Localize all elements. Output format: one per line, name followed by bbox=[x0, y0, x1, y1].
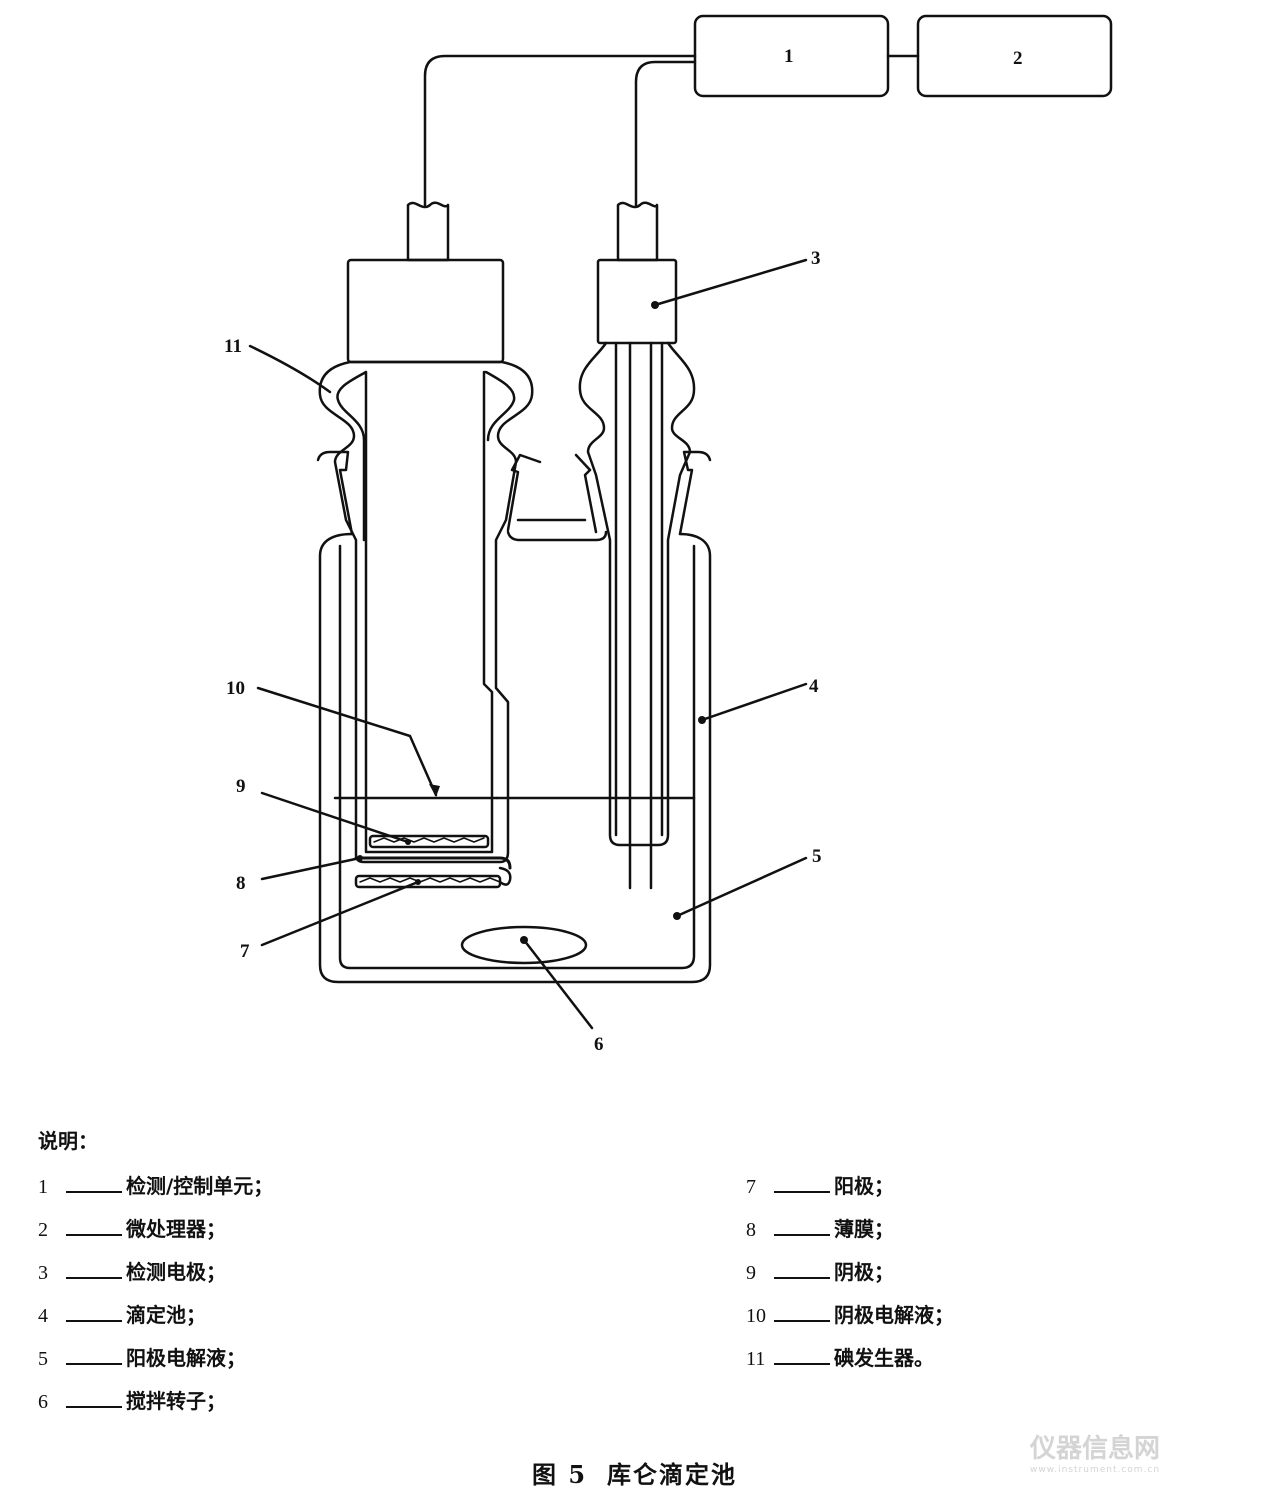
legend-item-6: 6 搅拌转子； bbox=[38, 1385, 226, 1414]
callout-7: 7 bbox=[240, 941, 250, 962]
legend-text: 阳极； bbox=[834, 1174, 894, 1198]
legend-text: 阴极电解液； bbox=[834, 1303, 954, 1327]
figure-title: 库仑滴定池 bbox=[607, 1460, 738, 1489]
legend-text: 碘发生器。 bbox=[834, 1346, 934, 1370]
legend-num: 2 bbox=[38, 1219, 48, 1241]
legend-num: 6 bbox=[38, 1391, 48, 1413]
callout-8: 8 bbox=[236, 873, 246, 894]
cathode bbox=[368, 834, 490, 849]
legend-text: 薄膜； bbox=[834, 1217, 894, 1241]
electrode-cap bbox=[596, 258, 678, 345]
legend-num: 3 bbox=[38, 1262, 48, 1284]
legend-num: 4 bbox=[38, 1305, 48, 1327]
legend-num: 7 bbox=[746, 1176, 756, 1198]
legend-num: 1 bbox=[38, 1176, 48, 1198]
legend-num: 5 bbox=[38, 1348, 48, 1370]
electrode-cable bbox=[634, 60, 697, 207]
legend-num: 9 bbox=[746, 1262, 756, 1284]
watermark-text: 仪器信息网 bbox=[1030, 1434, 1161, 1464]
callout-9: 9 bbox=[236, 776, 246, 797]
callout-6: 6 bbox=[594, 1034, 604, 1055]
callout-11: 11 bbox=[224, 336, 242, 357]
legend-text: 搅拌转子； bbox=[126, 1389, 226, 1413]
callout-4: 4 bbox=[809, 676, 819, 697]
legend-item-7: 7 阳极； bbox=[746, 1170, 894, 1199]
legend-num: 11 bbox=[746, 1348, 766, 1370]
iodine-generator bbox=[318, 360, 534, 864]
legend-item-5: 5 阳极电解液； bbox=[38, 1342, 246, 1371]
legend-title: 说明： bbox=[38, 1129, 98, 1153]
legend-text: 阴极； bbox=[834, 1260, 894, 1284]
figure-number: 图 5 bbox=[531, 1460, 588, 1489]
legend-text: 微处理器； bbox=[126, 1217, 226, 1241]
callout-3: 3 bbox=[811, 248, 821, 269]
watermark-url: www.instrument.com.cn bbox=[1030, 1465, 1161, 1475]
watermark: 仪器信息网 www.instrument.com.cn bbox=[1030, 1428, 1160, 1475]
callout-1: 1 bbox=[784, 46, 794, 67]
legend-item-8: 8 薄膜； bbox=[746, 1213, 894, 1242]
figure-caption: 图 5 库仑滴定池 bbox=[0, 1455, 1269, 1490]
legend-item-10: 10 阴极电解液； bbox=[746, 1299, 954, 1328]
callout-5: 5 bbox=[812, 846, 822, 867]
legend-text: 阳极电解液； bbox=[126, 1346, 246, 1370]
stir-bar bbox=[460, 925, 588, 965]
membrane bbox=[354, 856, 512, 870]
legend-item-1: 1 检测/控制单元； bbox=[38, 1170, 273, 1199]
detection-electrode bbox=[578, 341, 696, 847]
coulometric-cell-diagram: 1 2 3 4 5 6 7 8 9 10 11 bbox=[224, 14, 1113, 1055]
callout-2: 2 bbox=[1013, 48, 1023, 69]
legend-item-3: 3 检测电极； bbox=[38, 1256, 226, 1285]
legend-item-2: 2 微处理器； bbox=[38, 1213, 226, 1242]
legend-num: 10 bbox=[746, 1305, 766, 1327]
callout-10: 10 bbox=[226, 678, 245, 699]
legend-item-4: 4 滴定池； bbox=[38, 1299, 206, 1328]
legend-item-9: 9 阴极； bbox=[746, 1256, 894, 1285]
titration-cell bbox=[318, 532, 712, 984]
legend-text: 检测/控制单元； bbox=[126, 1174, 274, 1198]
generator-cap bbox=[346, 258, 505, 364]
legend-text: 滴定池； bbox=[126, 1303, 206, 1327]
legend-num: 8 bbox=[746, 1219, 756, 1241]
legend-item-11: 11 碘发生器。 bbox=[746, 1342, 934, 1371]
generator-cable bbox=[423, 54, 697, 207]
legend-text: 检测电极； bbox=[126, 1260, 226, 1284]
